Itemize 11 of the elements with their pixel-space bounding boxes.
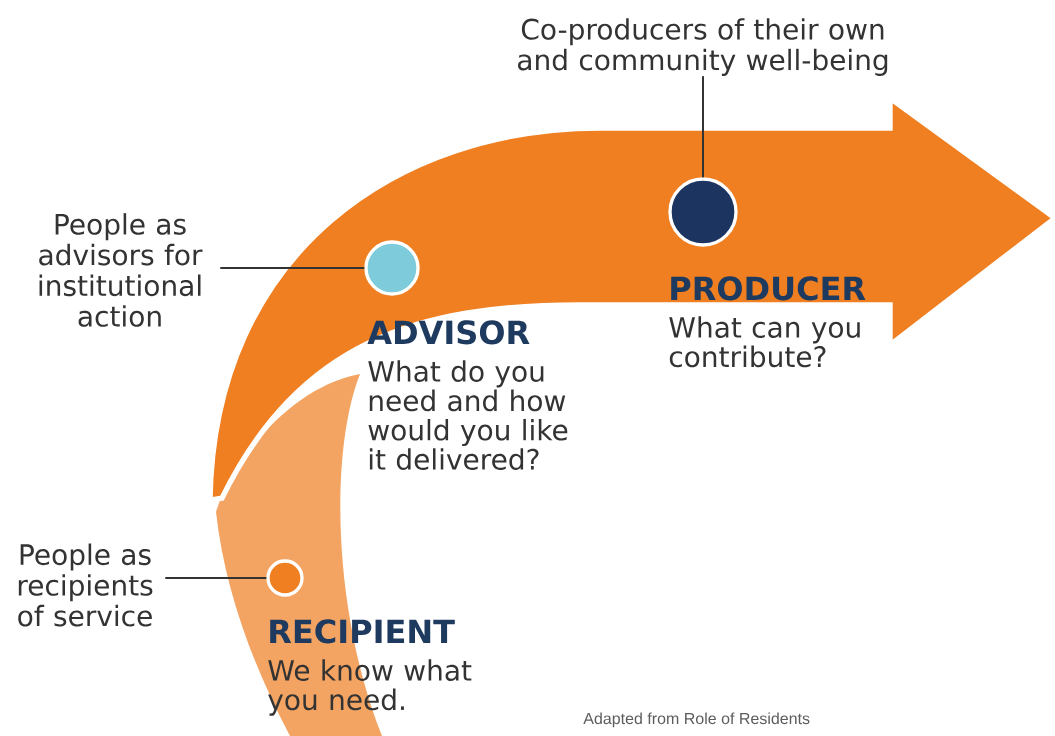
leader-line bbox=[219, 267, 366, 269]
stage-question: What do you need and how would you like it delivered? bbox=[368, 360, 568, 470]
annotation-text: People as advisors for institutional action bbox=[39, 213, 203, 327]
marker-dot bbox=[668, 177, 738, 247]
annotation-text: Co-producers of their own and community well-being bbox=[518, 18, 888, 76]
stage-question: What can you contribute? bbox=[669, 316, 860, 368]
marker-dot bbox=[364, 240, 420, 296]
annotation-text: People as recipients of service bbox=[18, 543, 153, 627]
source-caption: Adapted from Role of Residents bbox=[583, 712, 810, 728]
leader-line bbox=[164, 577, 268, 579]
leader-line bbox=[702, 75, 704, 179]
